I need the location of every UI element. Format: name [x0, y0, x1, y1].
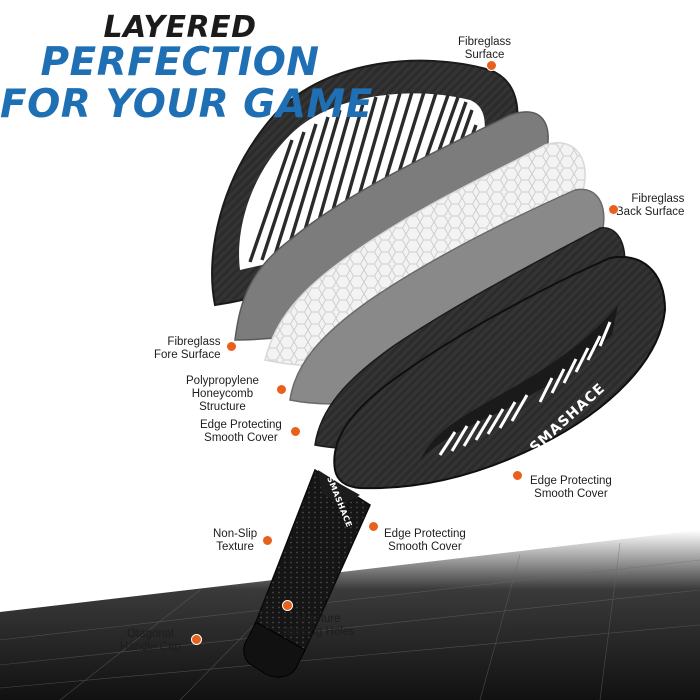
callout-dot — [486, 60, 497, 71]
headline-line-1: LAYERED — [103, 10, 257, 45]
callout-dot — [276, 384, 287, 395]
callout-dot — [608, 204, 619, 215]
callout-dot — [368, 521, 379, 532]
callout-dot — [191, 634, 202, 645]
callout-dot — [290, 426, 301, 437]
callout-dot — [512, 470, 523, 481]
handle: SMASHACE — [243, 468, 371, 678]
callout-dot — [262, 535, 273, 546]
callout-dot — [226, 341, 237, 352]
grid-floor — [0, 530, 700, 700]
callout-dot — [282, 600, 293, 611]
headline-line-3: FOR YOUR GAME — [0, 82, 373, 127]
headline-line-2: PERFECTION — [40, 40, 320, 85]
